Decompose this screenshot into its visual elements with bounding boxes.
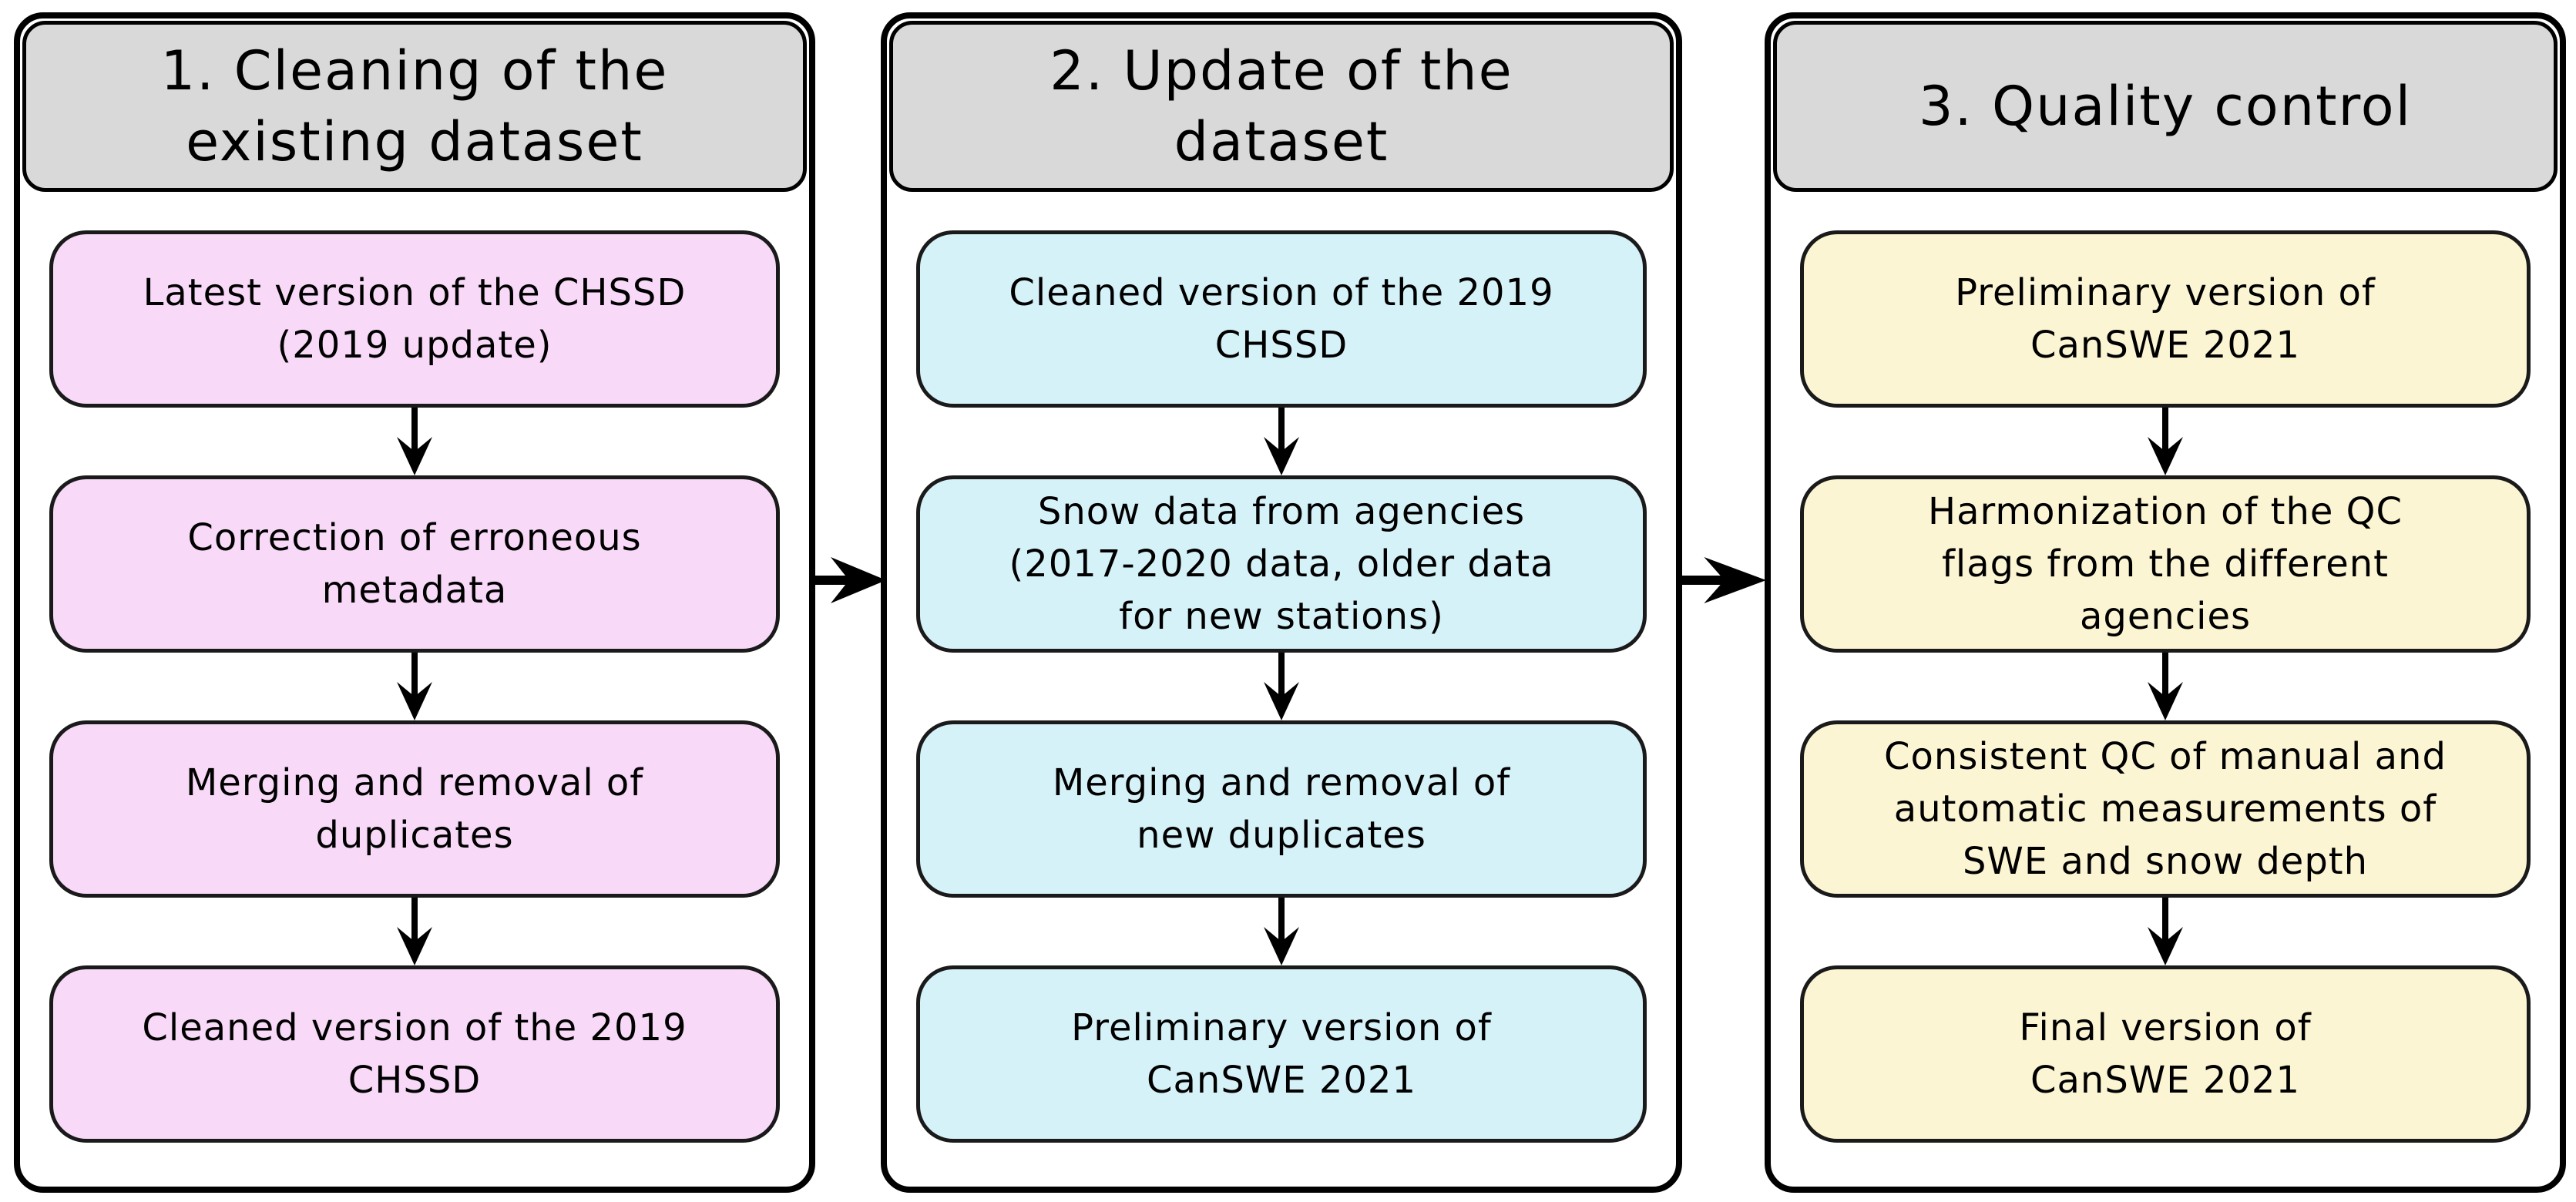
stage-3-step-3: Consistent QC of manual and automatic me…	[1800, 720, 2531, 898]
down-arrow-icon	[1264, 653, 1299, 720]
down-arrow-icon	[2148, 653, 2183, 720]
stage-2-header: 2. Update of the dataset	[889, 21, 1674, 192]
stage-1-step-4: Cleaned version of the 2019 CHSSD	[49, 965, 780, 1143]
right-arrow-icon	[1680, 557, 1766, 603]
stage-2-step-2: Snow data from agencies (2017-2020 data,…	[916, 475, 1647, 653]
stage-3-header: 3. Quality control	[1773, 21, 2558, 192]
down-arrow-icon	[2148, 898, 2183, 965]
stage-1-header: 1. Cleaning of the existing dataset	[22, 21, 807, 192]
down-arrow-icon	[1264, 408, 1299, 475]
stage-3-step-1: Preliminary version of CanSWE 2021	[1800, 230, 2531, 408]
down-arrow-icon	[397, 408, 432, 475]
stage-1-step-1: Latest version of the CHSSD (2019 update…	[49, 230, 780, 408]
down-arrow-icon	[2148, 408, 2183, 475]
stage-2-panel: 2. Update of the dataset Cleaned version…	[881, 12, 1682, 1193]
stage-1-panel: 1. Cleaning of the existing dataset Late…	[14, 12, 815, 1193]
down-arrow-icon	[397, 653, 432, 720]
stage-1-step-3: Merging and removal of duplicates	[49, 720, 780, 898]
stage-3-step-4: Final version of CanSWE 2021	[1800, 965, 2531, 1143]
stage-3-step-2: Harmonization of the QC flags from the d…	[1800, 475, 2531, 653]
stage-2-step-1: Cleaned version of the 2019 CHSSD	[916, 230, 1647, 408]
down-arrow-icon	[1264, 898, 1299, 965]
stage-2-step-4: Preliminary version of CanSWE 2021	[916, 965, 1647, 1143]
stage-1-step-2: Correction of erroneous metadata	[49, 475, 780, 653]
down-arrow-icon	[397, 898, 432, 965]
stage-2-step-3: Merging and removal of new duplicates	[916, 720, 1647, 898]
stage-3-panel: 3. Quality control Preliminary version o…	[1765, 12, 2566, 1193]
right-arrow-icon	[809, 557, 886, 603]
